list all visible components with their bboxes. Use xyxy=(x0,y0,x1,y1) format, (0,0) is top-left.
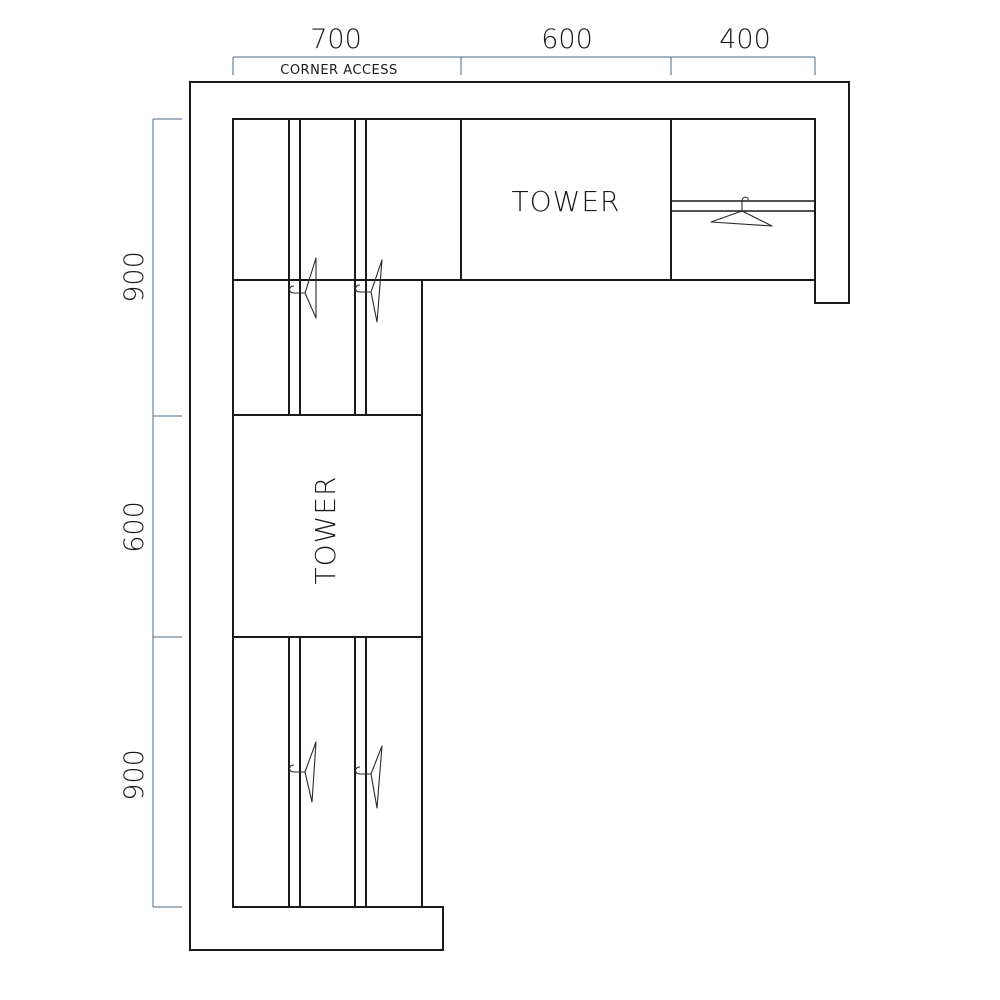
dimension-line-top xyxy=(232,56,816,75)
dimension-label-left-600: 600 xyxy=(119,501,150,553)
corner-hanging-rails xyxy=(288,119,367,415)
hanging-unit-top-right xyxy=(670,118,816,281)
left-dimensions: 900 600 900 xyxy=(119,118,182,908)
dimension-label-left-900-bottom: 900 xyxy=(119,749,150,801)
corner-unit-left-part xyxy=(232,279,423,416)
hanger-icon xyxy=(354,745,383,809)
hanger-icon xyxy=(710,196,773,227)
hanger-icon xyxy=(288,741,317,803)
corner-access-label: CORNER ACCESS xyxy=(280,63,397,78)
tower-left-label: TOWER xyxy=(309,476,342,585)
dimension-label-left-900-top: 900 xyxy=(119,251,150,303)
tower-left-box xyxy=(232,414,423,638)
top-dimensions: 700 CORNER ACCESS 600 400 xyxy=(232,24,816,78)
tower-top-label: TOWER xyxy=(512,185,621,218)
tower-unit-left: TOWER xyxy=(232,414,423,638)
corner-hanging-unit xyxy=(232,118,462,416)
hanging-unit-bottom-left-box xyxy=(232,636,423,908)
hanger-icon xyxy=(354,259,383,323)
dimension-line-left xyxy=(152,118,182,908)
dimension-label-top-700: 700 xyxy=(310,24,362,55)
dimension-label-top-400: 400 xyxy=(719,24,771,55)
hanging-unit-top-right-box xyxy=(670,118,816,281)
tower-unit-top: TOWER xyxy=(460,118,672,281)
dimension-label-top-600: 600 xyxy=(541,24,593,55)
corner-unit-top-part xyxy=(232,118,462,281)
hanging-unit-bottom-left xyxy=(232,636,423,908)
hanger-icon xyxy=(288,257,317,319)
